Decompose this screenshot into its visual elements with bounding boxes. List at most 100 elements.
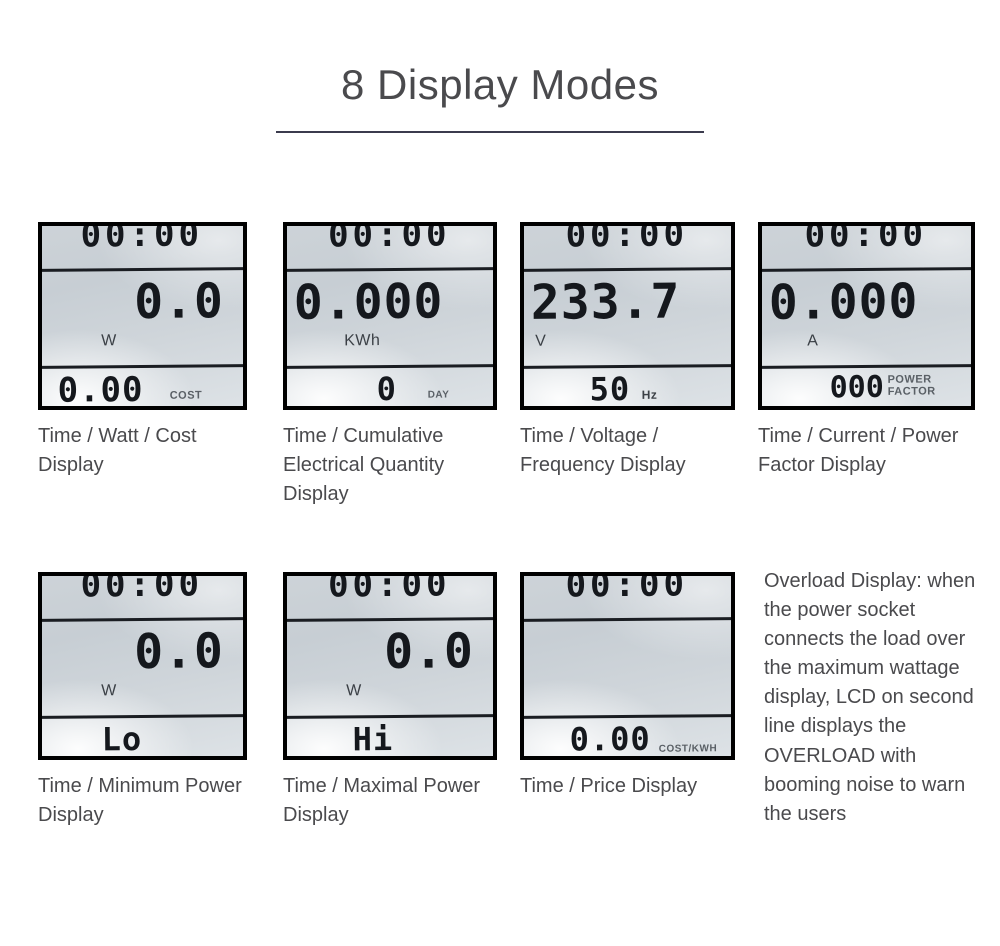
lcd-bottom-label: POWER FACTOR xyxy=(887,373,936,398)
lcd-screen-inner: 00:00 0.0 W Hi xyxy=(287,572,493,759)
lcd-screen-inner: 00:00 0.00 COST/KWH xyxy=(524,572,731,759)
lcd-time-row: 00:00 xyxy=(42,222,243,256)
mode-caption: Time / Cumulative Electrical Quantity Di… xyxy=(283,425,445,505)
lcd-display-time-minimum-power: 00:00 0.0 W Lo xyxy=(38,572,247,760)
mode-caption: Time / Price Display xyxy=(520,775,698,797)
lcd-display-time-maximal-power: 00:00 0.0 W Hi xyxy=(283,572,497,760)
lcd-divider-bottom xyxy=(524,364,731,369)
lcd-main-row: 0.000 xyxy=(287,273,493,331)
lcd-time-value: 00:00 xyxy=(327,572,451,606)
lcd-screen-inner: 00:00 233.7 V 50 Hz xyxy=(524,222,731,409)
mode-card-time-watt-cost: 00:00 0.0 W 0.00 COST Time / Watt / Cost… xyxy=(38,222,276,476)
lcd-screen-inner: 00:00 0.000 A 000 POWER FACTOR xyxy=(762,222,971,406)
lcd-time-value: 00:00 xyxy=(80,572,204,606)
mode-card-time-cumulative-energy: 00:00 0.000 KWh 0 DAY Time / Cumulative … xyxy=(283,222,521,505)
lcd-display-time-cumulative-energy: 00:00 0.000 KWh 0 DAY xyxy=(283,222,497,410)
lcd-divider-top xyxy=(42,617,243,622)
mode-caption: Time / Maximal Power Display xyxy=(283,775,481,826)
lcd-bottom-row: 0.00 COST/KWH xyxy=(524,719,731,759)
lcd-divider-bottom xyxy=(287,714,493,719)
mode-caption: Time / Watt / Cost Display xyxy=(38,425,197,476)
lcd-bottom-label: Hz xyxy=(641,387,658,402)
lcd-time-value: 00:00 xyxy=(327,222,451,256)
lcd-time-row: 00:00 xyxy=(287,222,493,256)
lcd-main-value: 0.000 xyxy=(293,273,444,331)
lcd-main-value: 0.000 xyxy=(768,273,919,331)
lcd-screen-inner: 00:00 0.0 W 0.00 COST xyxy=(42,222,243,410)
modes-row-1: 00:00 0.0 W 0.00 COST Time / Watt / Cost… xyxy=(0,222,1000,572)
lcd-divider-bottom xyxy=(42,714,243,719)
lcd-unit-label: V xyxy=(535,332,547,350)
lcd-bottom-value: 0 xyxy=(376,369,398,409)
page-title-block: 8 Display Modes xyxy=(0,61,1000,108)
overload-display-description: Overload Display: when the power socket … xyxy=(764,570,976,825)
lcd-unit-label: W xyxy=(346,682,362,700)
lcd-bottom-value: 50 xyxy=(589,369,631,409)
modes-grid: 00:00 0.0 W 0.00 COST Time / Watt / Cost… xyxy=(0,222,1000,922)
mode-caption: Time / Voltage / Frequency Display xyxy=(520,425,686,476)
page-title: 8 Display Modes xyxy=(341,61,659,108)
lcd-bottom-value: 0.00 xyxy=(57,369,144,410)
lcd-display-time-current-power-factor: 00:00 0.000 A 000 POWER FACTOR xyxy=(758,222,975,410)
lcd-main-row: 0.000 xyxy=(762,273,971,331)
lcd-time-row: 00:00 xyxy=(762,222,971,256)
lcd-divider-bottom xyxy=(42,364,243,369)
lcd-bottom-row: 0 DAY xyxy=(287,369,493,409)
mode-card-time-current-power-factor: 00:00 0.000 A 000 POWER FACTOR Time / Cu… xyxy=(758,222,996,476)
lcd-bottom-row: Lo xyxy=(42,720,243,759)
lcd-bottom-row: 50 Hz xyxy=(524,369,731,409)
lcd-main-value: 233.7 xyxy=(530,273,681,331)
lcd-bottom-row: 000 POWER FACTOR xyxy=(762,369,971,406)
lcd-display-time-voltage-frequency: 00:00 233.7 V 50 Hz xyxy=(520,222,735,410)
lcd-divider-bottom xyxy=(524,714,731,719)
lcd-bottom-value: Lo xyxy=(101,720,143,759)
lcd-bottom-value: Hi xyxy=(352,719,394,759)
lcd-time-value: 00:00 xyxy=(80,222,204,256)
mode-caption: Time / Current / Power Factor Display xyxy=(758,425,959,476)
lcd-unit-label: W xyxy=(101,332,117,350)
lcd-divider-top xyxy=(762,267,971,272)
mode-card-time-voltage-frequency: 00:00 233.7 V 50 Hz Time / Voltage / Fre… xyxy=(520,222,758,476)
lcd-divider-top xyxy=(524,617,731,622)
lcd-divider-top xyxy=(524,267,731,272)
lcd-main-value: 0.0 xyxy=(383,623,475,681)
lcd-divider-bottom xyxy=(762,364,971,369)
lcd-time-value: 00:00 xyxy=(804,222,928,256)
lcd-unit-label: A xyxy=(807,332,819,350)
lcd-divider-top xyxy=(287,267,493,272)
lcd-bottom-label: COST xyxy=(169,389,203,402)
lcd-main-row: 233.7 xyxy=(524,273,731,331)
lcd-unit-label: W xyxy=(101,682,117,700)
lcd-unit-label: KWh xyxy=(344,332,381,350)
lcd-screen-inner: 00:00 0.000 KWh 0 DAY xyxy=(287,222,493,409)
lcd-time-row: 00:00 xyxy=(287,572,493,606)
lcd-time-row: 00:00 xyxy=(524,222,731,256)
lcd-main-value: 0.0 xyxy=(133,623,225,681)
lcd-main-row xyxy=(524,623,731,625)
modes-row-2: 00:00 0.0 W Lo Time / Minimum Power Disp… xyxy=(0,572,1000,922)
lcd-display-time-price: 00:00 0.00 COST/KWH xyxy=(520,572,735,760)
lcd-bottom-value: 0.00 xyxy=(569,719,651,759)
lcd-main-row: 0.0 xyxy=(287,623,493,681)
lcd-bottom-row: Hi xyxy=(287,719,493,759)
lcd-main-row: 0.0 xyxy=(42,273,243,331)
lcd-screen-inner: 00:00 0.0 W Lo xyxy=(42,572,243,759)
lcd-divider-bottom xyxy=(287,364,493,369)
mode-caption: Time / Minimum Power Display xyxy=(38,775,242,826)
lcd-divider-top xyxy=(287,617,493,622)
mode-card-time-minimum-power: 00:00 0.0 W Lo Time / Minimum Power Disp… xyxy=(38,572,276,826)
lcd-bottom-label: COST/KWH xyxy=(658,743,718,755)
lcd-time-row: 00:00 xyxy=(524,572,731,606)
title-underline-divider xyxy=(276,131,704,133)
lcd-bottom-label: DAY xyxy=(427,389,450,401)
lcd-time-value: 00:00 xyxy=(565,572,689,606)
lcd-time-value: 00:00 xyxy=(565,222,689,256)
lcd-main-row: 0.0 xyxy=(42,623,243,681)
lcd-main-value: 0.0 xyxy=(133,273,225,331)
lcd-time-row: 00:00 xyxy=(42,572,243,606)
lcd-divider-top xyxy=(42,267,243,272)
mode-card-time-price: 00:00 0.00 COST/KWH Time / Price Display xyxy=(520,572,758,797)
lcd-bottom-value: 000 xyxy=(829,369,884,406)
lcd-bottom-row: 0.00 COST xyxy=(42,369,243,410)
